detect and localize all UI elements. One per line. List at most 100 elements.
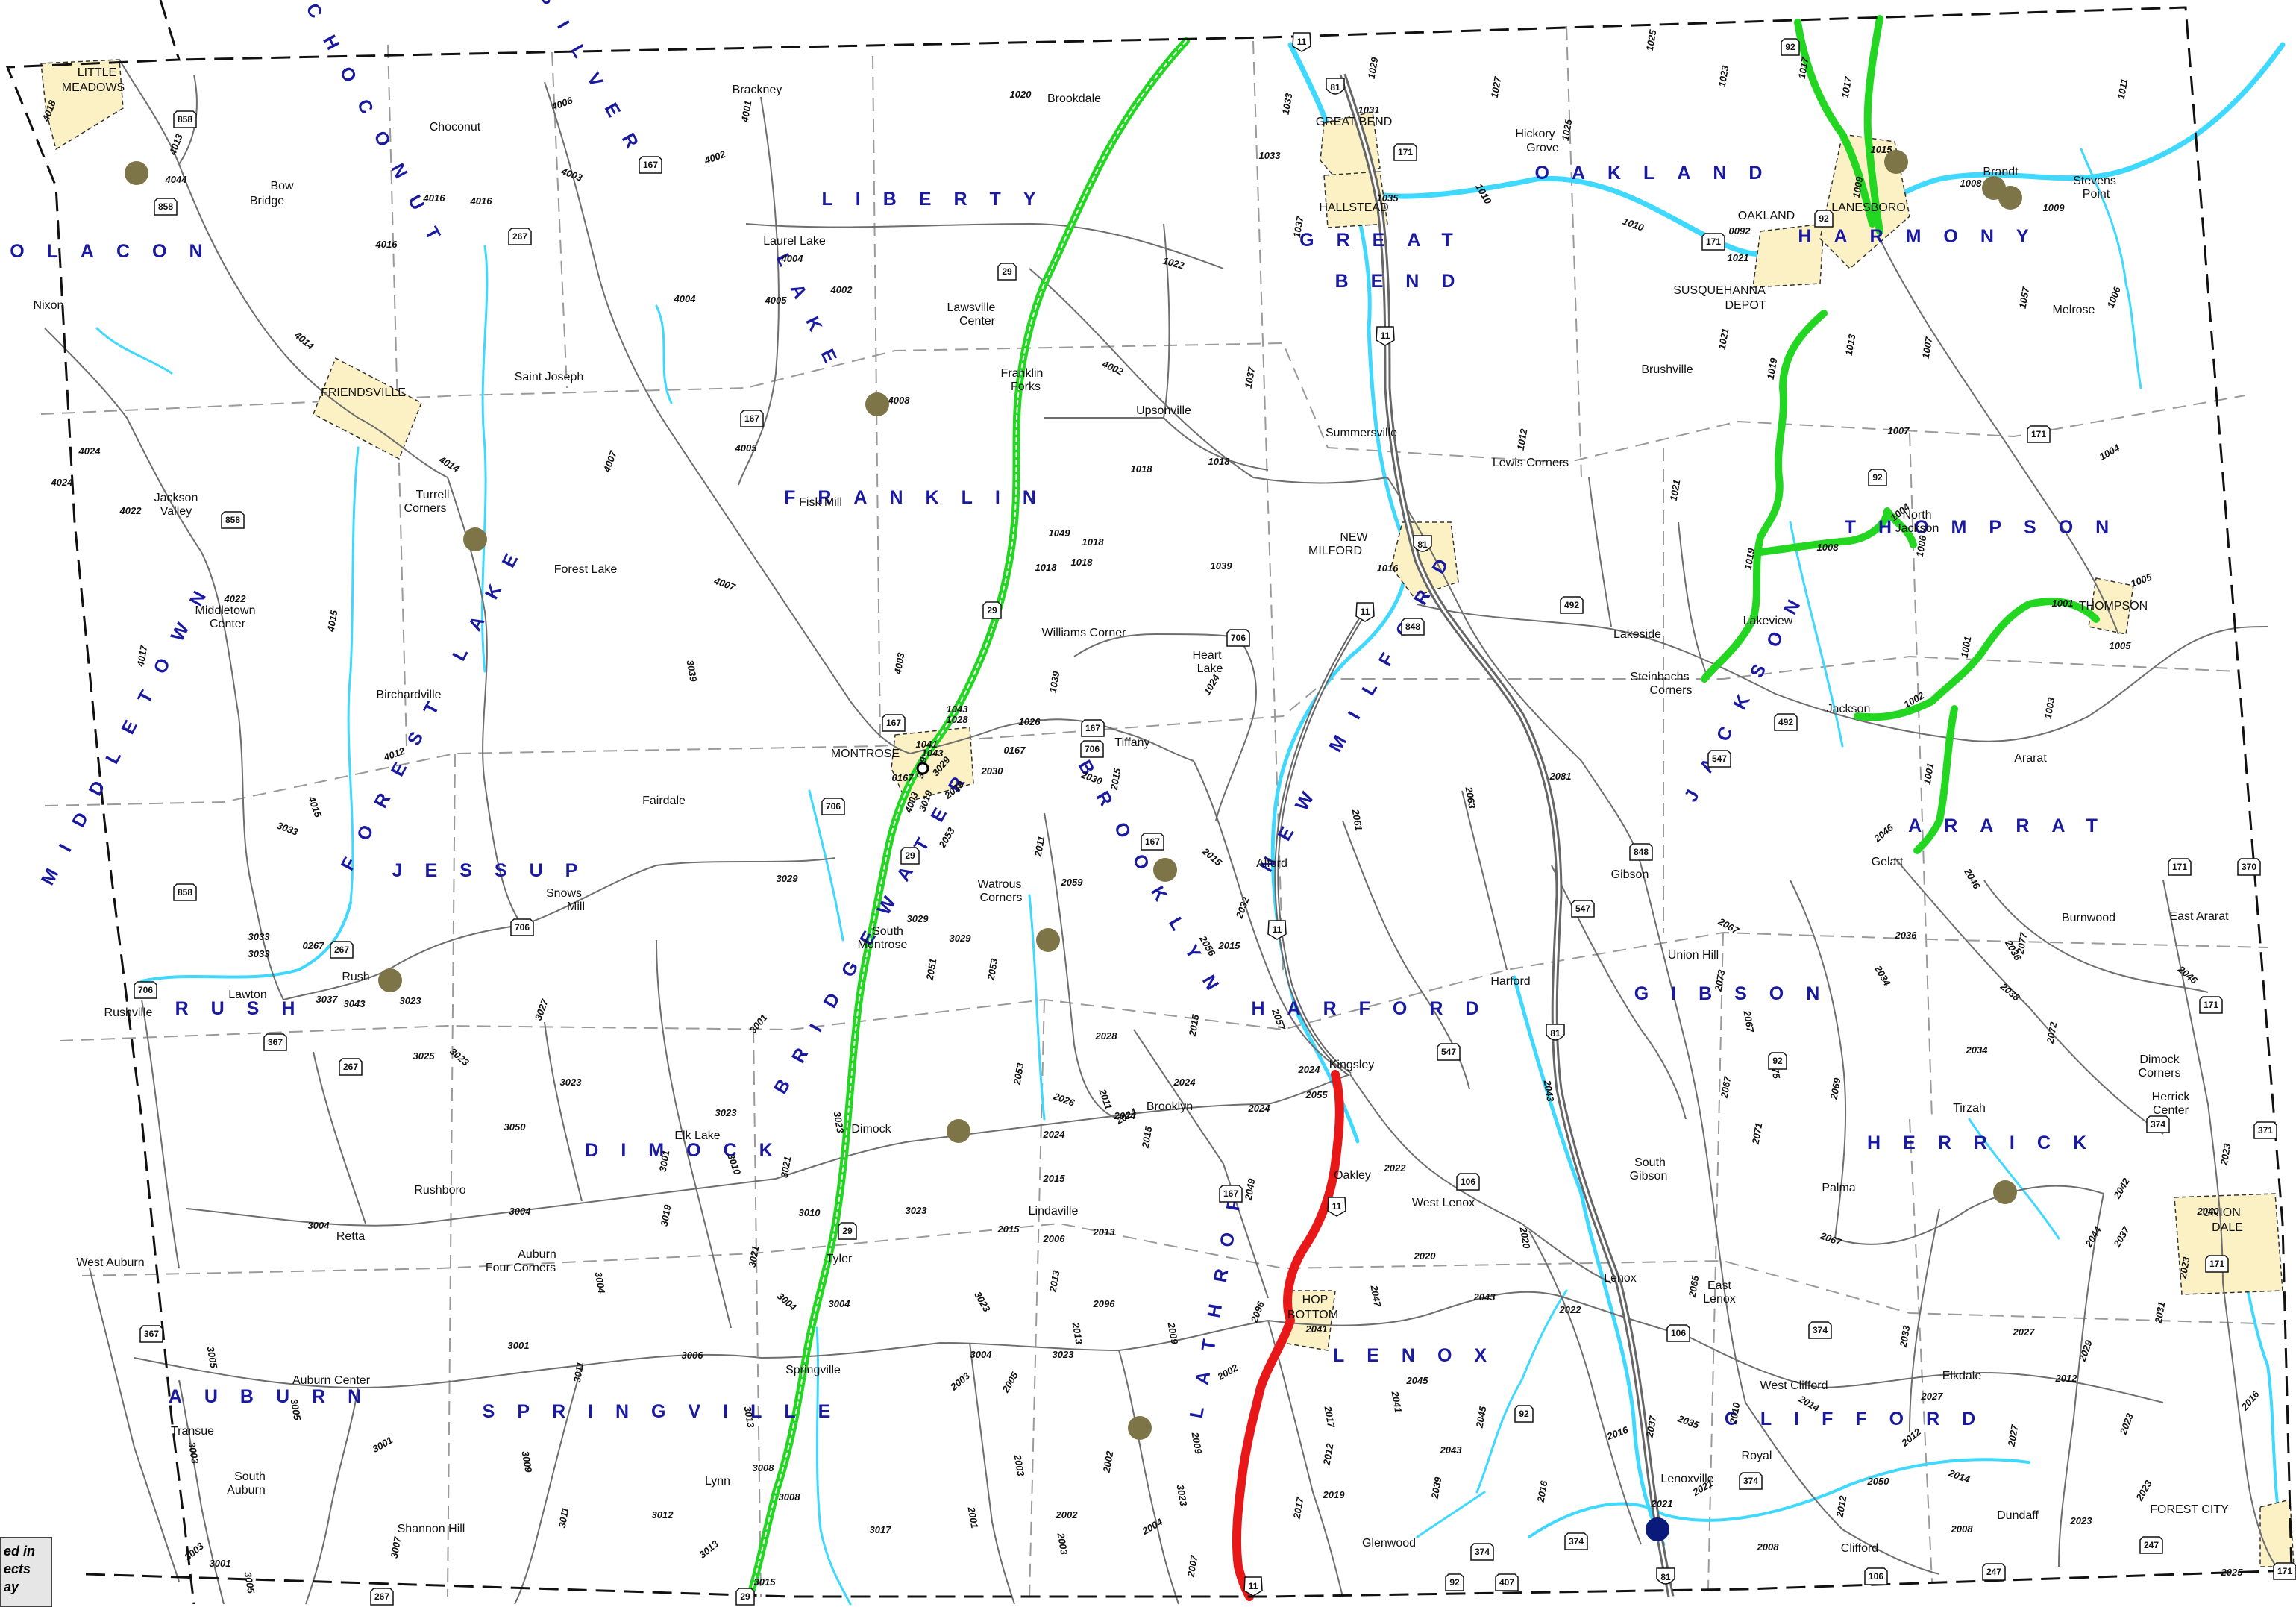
township-label: AUBURN [169, 1386, 383, 1407]
route-shield-icon: 167 [1081, 719, 1105, 737]
route-number-label: 3005 [242, 1571, 257, 1595]
route-shield-icon: 374 [1808, 1321, 1832, 1339]
place-label: Oakley [1334, 1169, 1371, 1182]
route-number-label: 1023 [1716, 64, 1731, 88]
route-number-label: 1007 [1920, 336, 1935, 360]
route-number-label: 3029 [907, 913, 929, 924]
route-number-label: 4016 [423, 192, 446, 204]
route-number-label: 4003 [891, 651, 906, 676]
route-number-label: 4001 [738, 100, 753, 124]
marker-olive[interactable] [463, 527, 487, 551]
route-shield-icon: 371 [2253, 1121, 2277, 1139]
route-number-label: 2053 [1011, 1062, 1026, 1086]
route-number-label: 0267 [303, 940, 325, 951]
route-shield-number: 167 [1085, 723, 1100, 733]
place-label: DALE [2212, 1221, 2243, 1234]
route-number-label: 4005 [765, 295, 788, 306]
route-number-label: 2019 [1323, 1489, 1346, 1500]
route-number-label: 2043 [1541, 1079, 1556, 1103]
route-number-label: 3008 [753, 1462, 775, 1473]
route-shield-icon: 11 [1243, 1576, 1263, 1597]
route-number-label: 2009 [1189, 1431, 1204, 1456]
route-shield-number: 858 [225, 515, 240, 525]
route-shield-number: 11 [1361, 607, 1370, 617]
route-number-label: 3023 [1053, 1349, 1075, 1360]
route-number-label: 2007 [1185, 1554, 1199, 1579]
route-number-label: 3009 [520, 1450, 535, 1474]
marker-olive[interactable] [947, 1119, 970, 1143]
marker-olive[interactable] [865, 392, 889, 416]
route-shield-number: 167 [1223, 1188, 1238, 1199]
marker-olive[interactable] [1998, 186, 2022, 210]
route-shield-number: 374 [2151, 1119, 2165, 1130]
marker-olive[interactable] [1128, 1416, 1152, 1440]
route-shield-number: 11 [1332, 1201, 1342, 1212]
route-number-label: 2013 [1070, 1321, 1085, 1346]
route-shield-number: 848 [1405, 621, 1420, 632]
marker-olive[interactable] [378, 968, 402, 992]
place-label: Bow [270, 180, 294, 192]
marker-navy[interactable] [1646, 1517, 1669, 1541]
place-label: Choconut [430, 121, 481, 134]
marker-olive[interactable] [125, 161, 148, 185]
place-label: Corners [404, 502, 447, 515]
route-number-label: 3006 [682, 1350, 704, 1361]
route-shield-icon: 92 [1814, 210, 1834, 228]
route-number-label: 2013 [1093, 1227, 1116, 1238]
route-number-label: 3017 [870, 1524, 892, 1535]
route-shield-number: 171 [2277, 1566, 2292, 1576]
route-number-label: 2024 [1248, 1103, 1271, 1114]
township-label: GREAT [1299, 230, 1475, 251]
route-shield-number: 167 [1145, 836, 1160, 847]
route-number-label: 4004 [781, 253, 804, 264]
place-label: UNION [2202, 1206, 2241, 1219]
route-shield-number: 706 [826, 801, 841, 812]
route-shield-number: 11 [1381, 331, 1390, 341]
place-label: Brackney [733, 84, 782, 96]
route-shield-icon: 106 [1864, 1567, 1888, 1585]
place-label: South [872, 925, 903, 938]
marker-olive[interactable] [1036, 928, 1060, 952]
route-shield-number: 267 [374, 1591, 389, 1602]
route-number-label: 3013 [742, 1406, 757, 1429]
place-label: Lindaville [1029, 1205, 1079, 1218]
marker-olive[interactable] [1993, 1180, 2017, 1204]
place-label: South [234, 1470, 266, 1483]
route-shield-number: 11 [1297, 37, 1307, 47]
place-label: Lewis Corners [1493, 457, 1569, 469]
route-shield-icon: 106 [1456, 1173, 1480, 1191]
route-shield-icon: 374 [1470, 1543, 1494, 1561]
route-number-label: 2081 [1549, 771, 1572, 782]
place-label: Lenox [1703, 1293, 1736, 1306]
route-shield-icon: 171 [2205, 1255, 2229, 1273]
route-number-label: 1007 [1888, 425, 1910, 436]
place-label: MEADOWS [62, 81, 125, 94]
route-number-label: 2073 [1712, 968, 1727, 993]
route-number-label: 3011 [571, 1361, 586, 1383]
route-number-label: 2012 [2055, 1373, 2078, 1384]
place-label: Rushville [104, 1006, 153, 1019]
route-number-label: 3005 [289, 1398, 304, 1422]
route-number-label: 3008 [779, 1491, 801, 1503]
route-number-label: 3033 [248, 948, 271, 959]
route-number-label: 2051 [923, 958, 938, 982]
route-number-label: 1043 [947, 704, 969, 715]
route-number-label: 3023 [906, 1205, 928, 1216]
place-label: Lakeside [1613, 628, 1661, 641]
place-label: West Clifford [1760, 1379, 1828, 1392]
place-label: Herrick [2152, 1091, 2191, 1103]
route-shield-number: 407 [1499, 1577, 1514, 1588]
place-label: Dimock [851, 1123, 891, 1135]
place-label: Stevens [2073, 175, 2116, 187]
route-number-label: 2024 [1043, 1129, 1066, 1140]
place-label: Birchardville [376, 689, 441, 701]
route-shield-number: 106 [1671, 1328, 1686, 1338]
marker-olive[interactable] [1884, 150, 1908, 174]
route-number-label: 2023 [2177, 1256, 2192, 1280]
marker-olive[interactable] [1153, 858, 1177, 882]
place-label: Fairdale [642, 795, 686, 807]
route-number-label: 4005 [735, 442, 758, 454]
route-shield-number: 267 [343, 1062, 358, 1072]
route-shield-number: 11 [1273, 924, 1282, 935]
